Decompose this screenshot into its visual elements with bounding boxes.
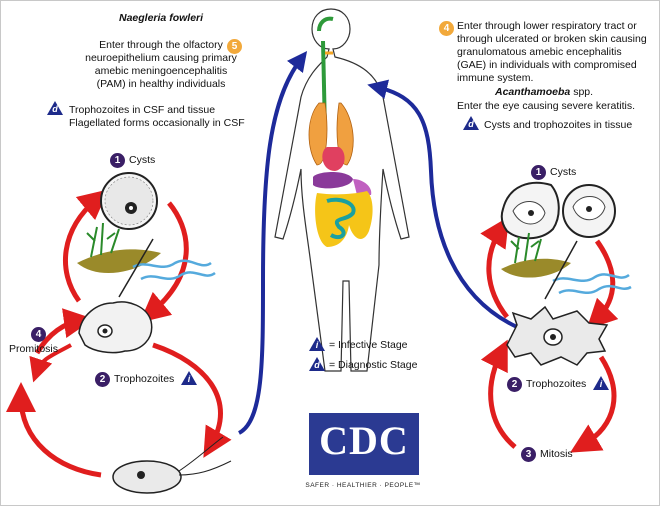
route-arrow-acanthamoeba — [367, 79, 518, 329]
naegleria-infective-triangle: i — [181, 371, 197, 385]
acanthamoeba-mitosis-label: Mitosis — [540, 448, 573, 460]
naegleria-diagnostic-text: Trophozoites in CSF and tissue Flagellat… — [69, 104, 245, 129]
acanthamoeba-infective-triangle: i — [593, 376, 609, 390]
legend-diagnostic-label: = Diagnostic Stage — [329, 359, 418, 371]
route-arrow-naegleria — [237, 51, 308, 435]
naegleria-step-1-badge: 1 — [110, 153, 125, 168]
naegleria-cysts-label: Cysts — [129, 154, 156, 166]
acanthamoeba-cysts-label: Cysts — [550, 166, 577, 178]
acanthamoeba-diagnostic-triangle: d — [463, 116, 479, 130]
acanthamoeba-entry-text: Enter through lower respiratory tract or… — [457, 20, 647, 84]
legend-infective-label: = Infective Stage — [329, 339, 408, 351]
naegleria-promitosis-label: Promitosis — [9, 343, 59, 355]
acanthamoeba-trophozoites-label: Trophozoites — [526, 378, 587, 390]
naegleria-title: Naegleria fowleri — [119, 12, 204, 24]
acanthamoeba-cycle — [480, 181, 632, 453]
acanthamoeba-step-1-badge: 1 — [531, 165, 546, 180]
naegleria-diagnostic-triangle: d — [47, 101, 63, 115]
cdc-tagline: SAFER · HEALTHIER · PEOPLE™ — [305, 482, 421, 489]
naegleria-trophozoites-label: Trophozoites — [114, 373, 175, 385]
naegleria-entry-text: Enter through the olfactory neuroepithel… — [85, 39, 237, 90]
cdc-logo: CDC — [309, 413, 419, 475]
naegleria-step-2-badge: 2 — [95, 372, 110, 387]
human-body-figure — [274, 8, 410, 372]
acanthamoeba-entry-badge: 4 — [439, 21, 454, 36]
cdc-logo-text: CDC — [319, 418, 409, 463]
acanthamoeba-eye-text: Enter the eye causing severe keratitis. — [457, 100, 636, 112]
naegleria-step-4-badge: 4 — [31, 327, 46, 342]
acanthamoeba-step-2-badge: 2 — [507, 377, 522, 392]
legend-infective-triangle: i — [309, 337, 325, 351]
acanthamoeba-diagnostic-text: Cysts and trophozoites in tissue — [484, 119, 633, 131]
naegleria-entry-badge: 5 — [227, 39, 242, 54]
acanthamoeba-title: Acanthamoeba spp. — [495, 86, 594, 98]
legend-diagnostic-triangle: d — [309, 357, 325, 371]
acanthamoeba-step-3-badge: 3 — [521, 447, 536, 462]
naegleria-cycle — [6, 172, 232, 494]
